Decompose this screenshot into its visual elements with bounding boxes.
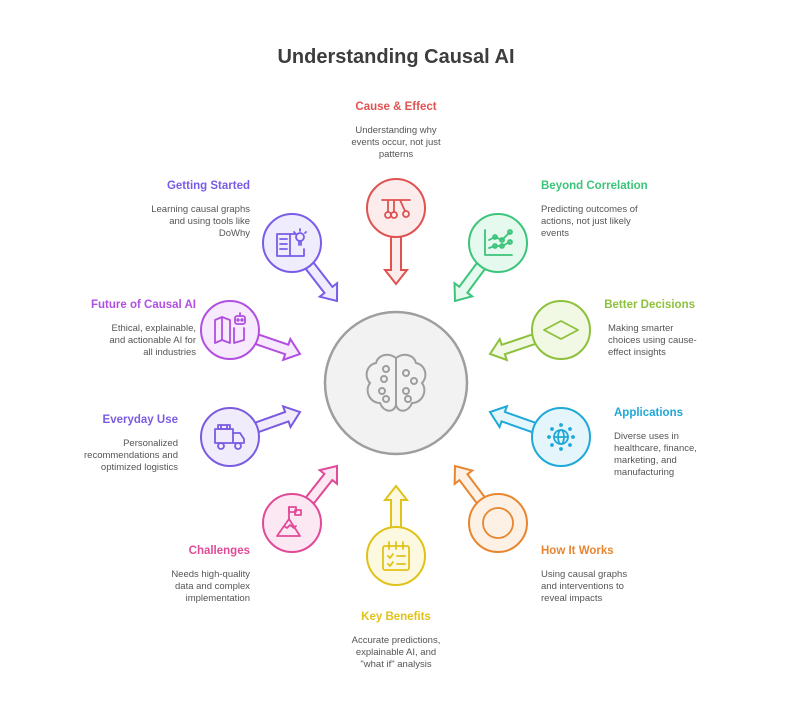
node-circle xyxy=(468,213,528,273)
description-line: recommendations and xyxy=(84,450,178,461)
node-circle xyxy=(468,493,528,553)
description-line: data and complex xyxy=(175,581,250,592)
description-line: Ethical, explainable, xyxy=(111,323,197,334)
description-line: DoWhy xyxy=(218,228,250,239)
node-circle xyxy=(531,300,591,360)
node-title: Future of Causal AI xyxy=(91,299,196,311)
description-line: actions, not just likely xyxy=(541,216,631,227)
node-beyond-correlation xyxy=(453,213,528,303)
globe-icon xyxy=(547,423,575,451)
description-line: Learning causal graphs xyxy=(151,204,250,215)
node-circle xyxy=(200,407,260,467)
description-line: and actionable AI for xyxy=(109,335,196,346)
book-lightbulb-icon xyxy=(276,228,307,257)
node-title: Better Decisions xyxy=(604,299,695,311)
description-line: Personalized xyxy=(123,438,178,449)
node-circle xyxy=(366,178,426,238)
node-circle xyxy=(366,526,426,586)
description-line: Diverse uses in xyxy=(614,431,679,442)
node-title: Challenges xyxy=(188,545,250,557)
checklist-icon xyxy=(382,541,410,571)
description-line: events occur, not just xyxy=(351,137,441,148)
node-title: Getting Started xyxy=(166,180,250,192)
description-line: manufacturing xyxy=(614,467,675,478)
node-circle xyxy=(262,213,322,273)
circle-icon xyxy=(482,507,514,539)
description-line: explainable AI, and xyxy=(355,647,437,658)
brain-circuit-icon xyxy=(365,353,427,412)
description-line: Accurate predictions, xyxy=(351,635,441,646)
description-line: Needs high-quality xyxy=(171,569,250,580)
node-description: Ethical, explainable,and actionable AI f… xyxy=(56,323,196,359)
node-title: Everyday Use xyxy=(102,414,178,426)
map-robot-icon xyxy=(214,312,246,344)
newtons-cradle-icon xyxy=(381,199,411,219)
description-line: events xyxy=(541,228,569,239)
center-node xyxy=(323,310,469,456)
node-title: Applications xyxy=(614,407,684,419)
node-applications xyxy=(488,404,591,467)
description-line: Understanding why xyxy=(355,125,437,136)
line-chart-icon xyxy=(484,229,513,256)
node-title: Beyond Correlation xyxy=(541,180,648,192)
description-line: and interventions to xyxy=(541,581,624,592)
node-future-of-causal-ai xyxy=(200,300,302,362)
description-line: healthcare, finance, xyxy=(614,443,697,454)
node-title: Cause & Effect xyxy=(355,101,437,113)
mountain-flag-icon xyxy=(276,506,302,537)
description-line: effect insights xyxy=(608,347,666,358)
description-line: Making smarter xyxy=(608,323,674,334)
description-line: "what if" analysis xyxy=(360,659,432,670)
description-line: Predicting outcomes of xyxy=(541,204,638,215)
description-line: marketing, and xyxy=(614,455,677,466)
node-everyday-use xyxy=(200,404,302,467)
node-challenges xyxy=(262,464,339,553)
description-line: reveal impacts xyxy=(541,593,603,604)
description-line: optimized logistics xyxy=(100,462,178,473)
description-line: implementation xyxy=(185,593,250,604)
description-line: choices using cause- xyxy=(608,335,697,346)
description-line: and using tools like xyxy=(169,216,250,227)
node-getting-started xyxy=(262,213,339,303)
node-description: Accurate predictions,explainable AI, and… xyxy=(326,635,466,671)
node-better-decisions xyxy=(488,300,591,362)
description-line: patterns xyxy=(378,149,414,160)
diagram-title: Understanding Causal AI xyxy=(277,46,515,68)
description-line: all industries xyxy=(143,347,196,358)
node-how-it-works xyxy=(453,464,528,553)
diamond-icon xyxy=(543,320,579,340)
node-cause-effect xyxy=(366,178,426,286)
node-title: Key Benefits xyxy=(361,611,431,623)
delivery-truck-icon xyxy=(214,424,245,450)
node-key-benefits xyxy=(366,484,426,586)
label-future-of-causal-ai: Future of Causal AI Ethical, explainable,… xyxy=(56,299,196,359)
description-line: Using causal graphs xyxy=(541,569,628,580)
node-title: How It Works xyxy=(541,545,614,557)
